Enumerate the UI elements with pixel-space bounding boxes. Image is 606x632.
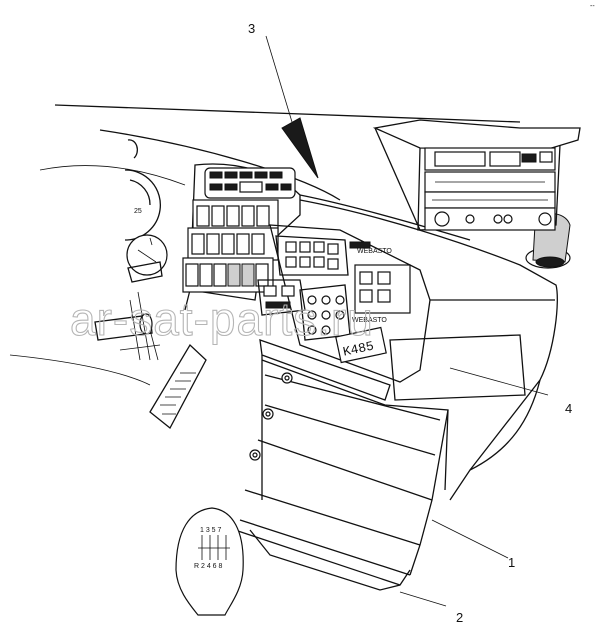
brand-plate-2: WEBASTO <box>352 317 387 324</box>
gauge-reading: 25 <box>134 208 142 215</box>
lower-drawers <box>234 339 449 591</box>
radio-unit <box>372 119 581 231</box>
display-readout: K485 <box>342 339 376 360</box>
display-panel-icon: K485 <box>335 326 387 364</box>
callout-4: 4 <box>565 401 572 416</box>
watermark: ar-sat-parts.ru <box>70 293 374 345</box>
callout-2: 2 <box>456 610 463 625</box>
pedal-plate <box>149 343 207 429</box>
control-panel-buttons <box>285 241 339 270</box>
brand-plate-1: WEBASTO <box>357 248 392 255</box>
control-panel: WEBASTO WEBASTO <box>257 224 431 383</box>
vent-grille <box>204 167 296 199</box>
console-body <box>299 199 558 501</box>
steering-column <box>94 291 161 361</box>
switch-panel-icon <box>182 199 279 293</box>
arrow-icon <box>281 117 319 179</box>
gauge-icon <box>126 234 168 276</box>
windshield-lines <box>9 104 521 386</box>
gear-pattern-bottom: R 2 4 6 8 <box>194 563 223 570</box>
gear-pattern-top: 1 3 5 7 <box>200 527 222 534</box>
callout-3: 3 <box>248 21 255 36</box>
gauge-cluster: 25 <box>124 139 168 283</box>
corner-mark: ‐‐ <box>590 3 595 10</box>
gear-lever-icon: 1 3 5 7 R 2 4 6 8 <box>175 507 244 616</box>
callout-1: 1 <box>508 555 515 570</box>
